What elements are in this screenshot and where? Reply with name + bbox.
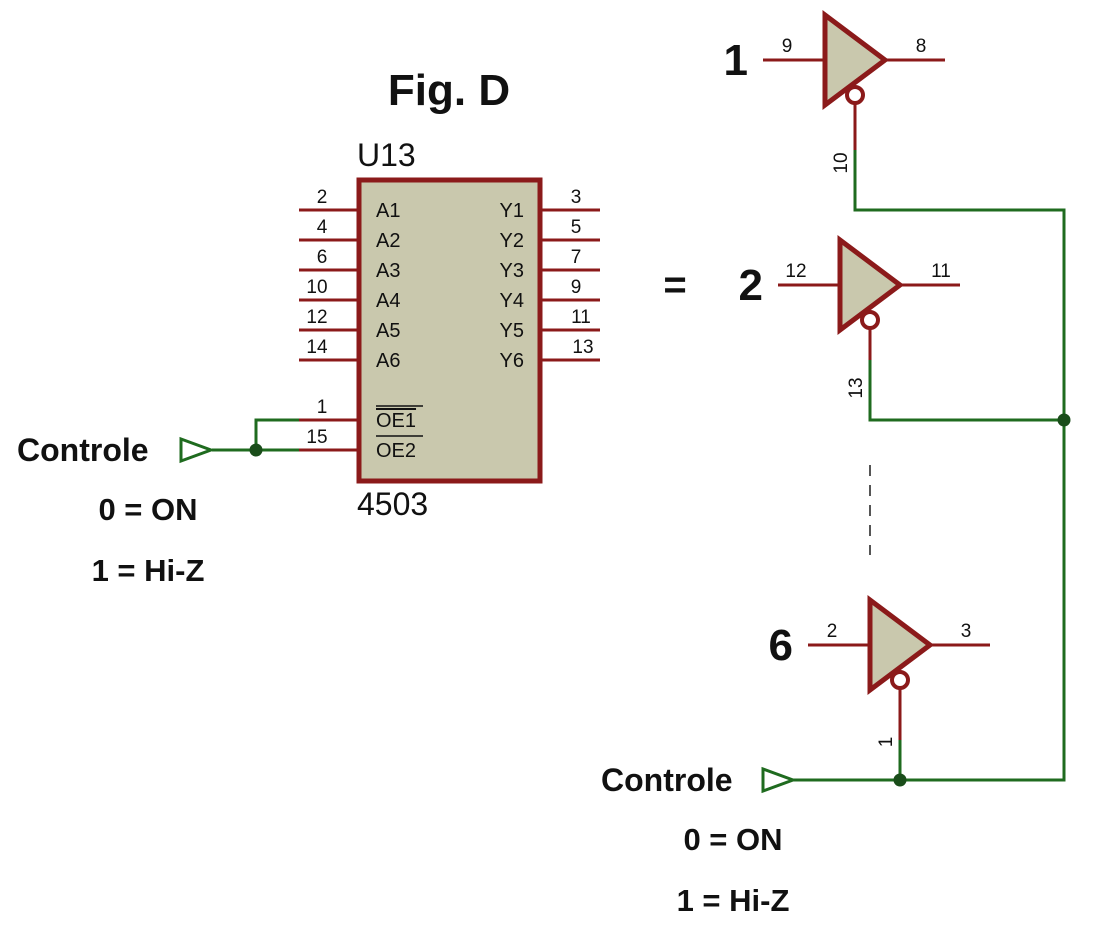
pin-name: Y3 <box>500 260 524 282</box>
buffer-label: 6 <box>769 621 793 670</box>
ic-oe1-pin: 1 OE1 <box>299 397 423 432</box>
pin-number: 3 <box>571 187 582 208</box>
pin-number: 12 <box>306 307 327 328</box>
pin-number: 6 <box>317 247 328 268</box>
ic-right-pin-3: 7 Y3 <box>500 247 600 282</box>
buffer-label: 1 <box>724 36 748 85</box>
control-label: Controle <box>601 762 733 798</box>
enable-bubble-icon <box>845 85 865 105</box>
junction-dot <box>1057 413 1071 427</box>
state-on-label: 0 = ON <box>98 492 197 527</box>
ic-right-pin-6: 13 Y6 <box>500 337 600 372</box>
input-port-icon <box>761 766 798 794</box>
ic-right-pin-4: 9 Y4 <box>500 277 600 312</box>
ic-left-pin-5: 12 A5 <box>299 307 400 342</box>
tristate-buffer-6: 6 2 3 1 <box>769 595 990 748</box>
pin-name: OE2 <box>376 440 416 462</box>
buffer-triangle-icon <box>867 595 935 695</box>
input-pin-number: 2 <box>827 621 838 642</box>
pin-name: Y1 <box>500 200 524 222</box>
pin-name: A6 <box>376 350 400 372</box>
state-on-label: 0 = ON <box>683 822 782 857</box>
figure-title: Fig. D <box>388 66 510 115</box>
pin-name: A2 <box>376 230 400 252</box>
ic-right-pin-1: 3 Y1 <box>500 187 600 222</box>
pin-name: OE1 <box>376 410 416 432</box>
pin-number: 10 <box>306 277 327 298</box>
buffer-triangle-icon <box>822 10 890 110</box>
pin-name: Y5 <box>500 320 524 342</box>
control-label: Controle <box>17 432 149 468</box>
input-port-icon <box>179 436 216 464</box>
junction-dot <box>249 443 263 457</box>
pin-name: Y6 <box>500 350 524 372</box>
pin-number: 1 <box>317 397 328 418</box>
pin-name: A3 <box>376 260 400 282</box>
pin-name: Y2 <box>500 230 524 252</box>
buffer-triangle-icon <box>837 235 905 335</box>
ic-part-number: 4503 <box>357 486 428 522</box>
control-wire <box>792 150 1066 782</box>
ic-left-pin-1: 2 A1 <box>299 187 400 222</box>
state-hiz-label: 1 = Hi-Z <box>92 553 205 588</box>
left-control-net: Controle 0 = ON 1 = Hi-Z <box>17 418 299 588</box>
pin-name: A1 <box>376 200 400 222</box>
input-pin-number: 9 <box>782 36 793 57</box>
tristate-buffer-1: 1 9 8 10 <box>724 10 945 174</box>
ic-4503: U13 4503 2 A1 4 A2 6 A3 10 A4 12 A5 <box>299 137 600 522</box>
equals-sign: = <box>663 263 686 307</box>
ic-right-pin-5: 11 Y5 <box>500 307 600 342</box>
output-pin-number: 11 <box>931 261 951 282</box>
pin-number: 15 <box>306 427 327 448</box>
pin-name: A4 <box>376 290 400 312</box>
buffer-label: 2 <box>739 261 763 310</box>
right-control-net: Controle 0 = ON 1 = Hi-Z <box>601 150 1071 918</box>
enable-bubble-icon <box>860 310 880 330</box>
ic-oe2-pin: 15 OE2 <box>299 427 423 462</box>
pin-number: 4 <box>317 217 328 238</box>
pin-number: 13 <box>572 337 593 358</box>
state-hiz-label: 1 = Hi-Z <box>677 883 790 918</box>
junction-dot <box>893 773 907 787</box>
ic-left-pin-4: 10 A4 <box>299 277 400 312</box>
pin-number: 7 <box>571 247 582 268</box>
output-pin-number: 3 <box>961 621 972 642</box>
ic-body <box>356 177 543 484</box>
pin-name: A5 <box>376 320 400 342</box>
ic-right-pin-2: 5 Y2 <box>500 217 600 252</box>
pin-number: 14 <box>306 337 328 358</box>
input-pin-number: 12 <box>785 261 806 282</box>
ic-left-pin-3: 6 A3 <box>299 247 400 282</box>
pin-number: 2 <box>317 187 328 208</box>
ic-refdes: U13 <box>357 137 416 173</box>
enable-bubble-icon <box>890 670 910 690</box>
pin-number: 5 <box>571 217 582 238</box>
pin-number: 9 <box>571 277 582 298</box>
ic-left-pin-6: 14 A6 <box>299 337 400 372</box>
ic-left-pin-2: 4 A2 <box>299 217 400 252</box>
pin-number: 11 <box>571 307 591 328</box>
pin-name: Y4 <box>500 290 524 312</box>
enable-pin-number: 13 <box>846 377 867 398</box>
enable-pin-number: 10 <box>831 152 852 173</box>
output-pin-number: 8 <box>916 36 927 57</box>
enable-pin-number: 1 <box>876 737 897 748</box>
tristate-buffer-2: 2 12 11 13 <box>739 235 960 399</box>
